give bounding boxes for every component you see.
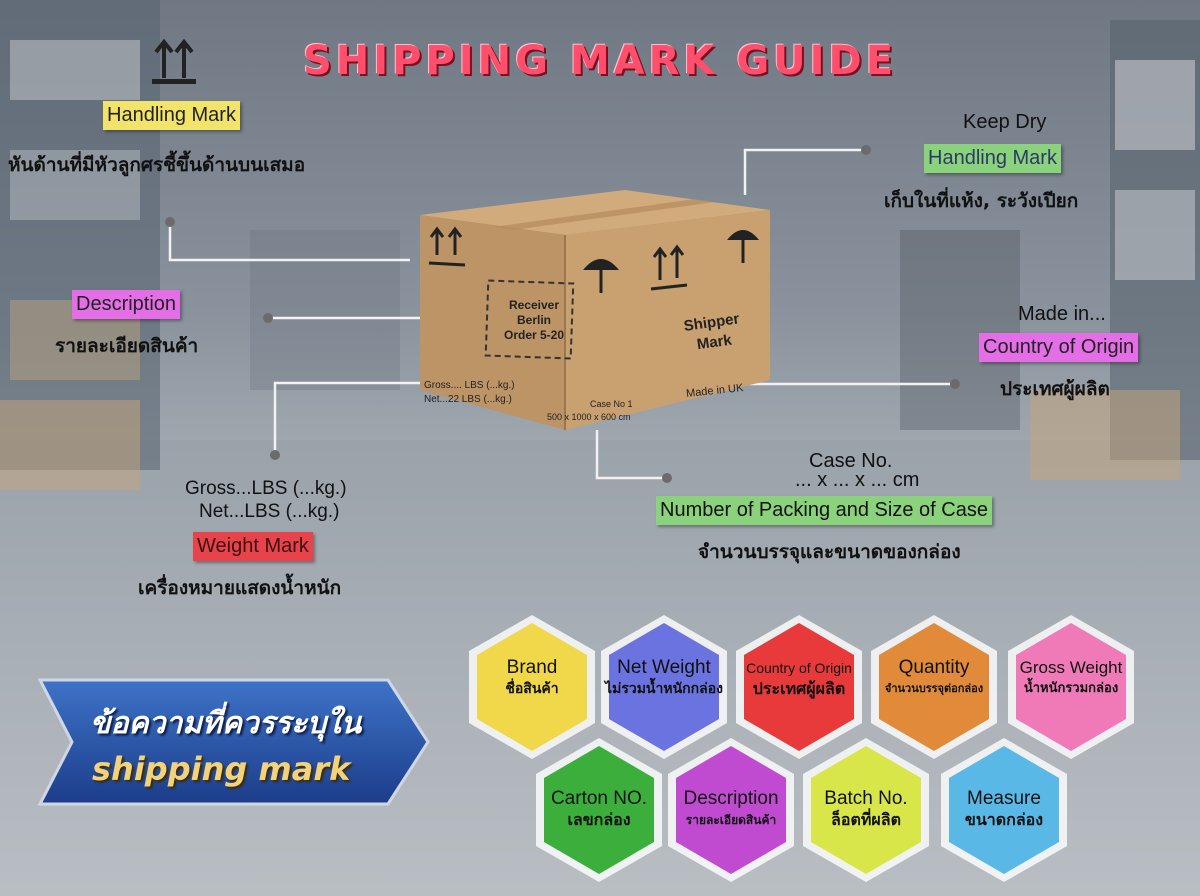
packing-size-tag: Number of Packing and Size of Case xyxy=(656,496,992,525)
description-tag: Description xyxy=(72,290,181,319)
handling-up-connector xyxy=(168,222,410,262)
case-size-label: ... x ... x ... cm xyxy=(795,469,920,491)
packing-size-thai: จำนวนบรรจุและขนาดของกล่อง xyxy=(698,541,961,563)
handling-mark-up-tag: Handling Mark xyxy=(103,101,240,130)
weight-connector xyxy=(273,381,420,455)
made-in-label: Made in... xyxy=(1018,303,1106,325)
description-thai: รายละเอียดสินค้า xyxy=(55,335,199,357)
box-size-label: 500 x 1000 x 600 cm xyxy=(547,412,631,422)
box-front-arrows-icon xyxy=(428,226,466,267)
banner-shipping-mark-text: shipping mark xyxy=(92,750,351,788)
banner-arrow xyxy=(37,678,430,806)
box-umbrella-icon xyxy=(583,259,619,293)
net-weight-label: Net...LBS (...kg.) xyxy=(199,501,340,522)
handling-mark-up-thai: หันด้านที่มีหัวลูกศรชี้ขึ้นด้านบนเสมอ xyxy=(8,154,306,176)
weight-mark-thai: เครื่องหมายแสดงน้ำหนัก xyxy=(138,577,342,599)
case-no-label: Case No. xyxy=(809,450,893,472)
box-net-label: Net...22 LBS (...kg.) xyxy=(424,394,512,405)
handling-mark-dry-thai: เก็บในที่แห้ง, ระวังเปียก xyxy=(884,190,1079,212)
hex-carton-no: Carton NO.เลขกล่อง xyxy=(536,738,662,882)
country-of-origin-thai: ประเทศผู้ผลิต xyxy=(1000,378,1110,400)
country-of-origin-tag: Country of Origin xyxy=(979,333,1139,362)
hex-batch-no: Batch No.ล็อตที่ผลิต xyxy=(803,738,929,882)
box-side-arrows-icon xyxy=(650,244,688,291)
packing-connector xyxy=(595,430,667,480)
handling-mark-dry-tag: Handling Mark xyxy=(924,144,1061,173)
box-gross-label: Gross.... LBS (...kg.) xyxy=(424,380,515,391)
cardboard-box xyxy=(420,190,770,430)
banner-thai-text: ข้อความที่ควรระบุใน xyxy=(90,706,362,741)
keep-dry-label: Keep Dry xyxy=(963,111,1047,133)
keep-dry-connector xyxy=(743,148,866,195)
page-title: SHIPPING MARK GUIDE xyxy=(302,38,898,84)
gross-weight-label: Gross...LBS (...kg.) xyxy=(185,478,347,499)
box-side-umbrella-icon xyxy=(727,230,759,263)
weight-mark-tag: Weight Mark xyxy=(193,532,313,561)
this-way-up-arrows-icon xyxy=(152,38,196,84)
box-case-no-label: Case No 1 xyxy=(590,399,633,409)
